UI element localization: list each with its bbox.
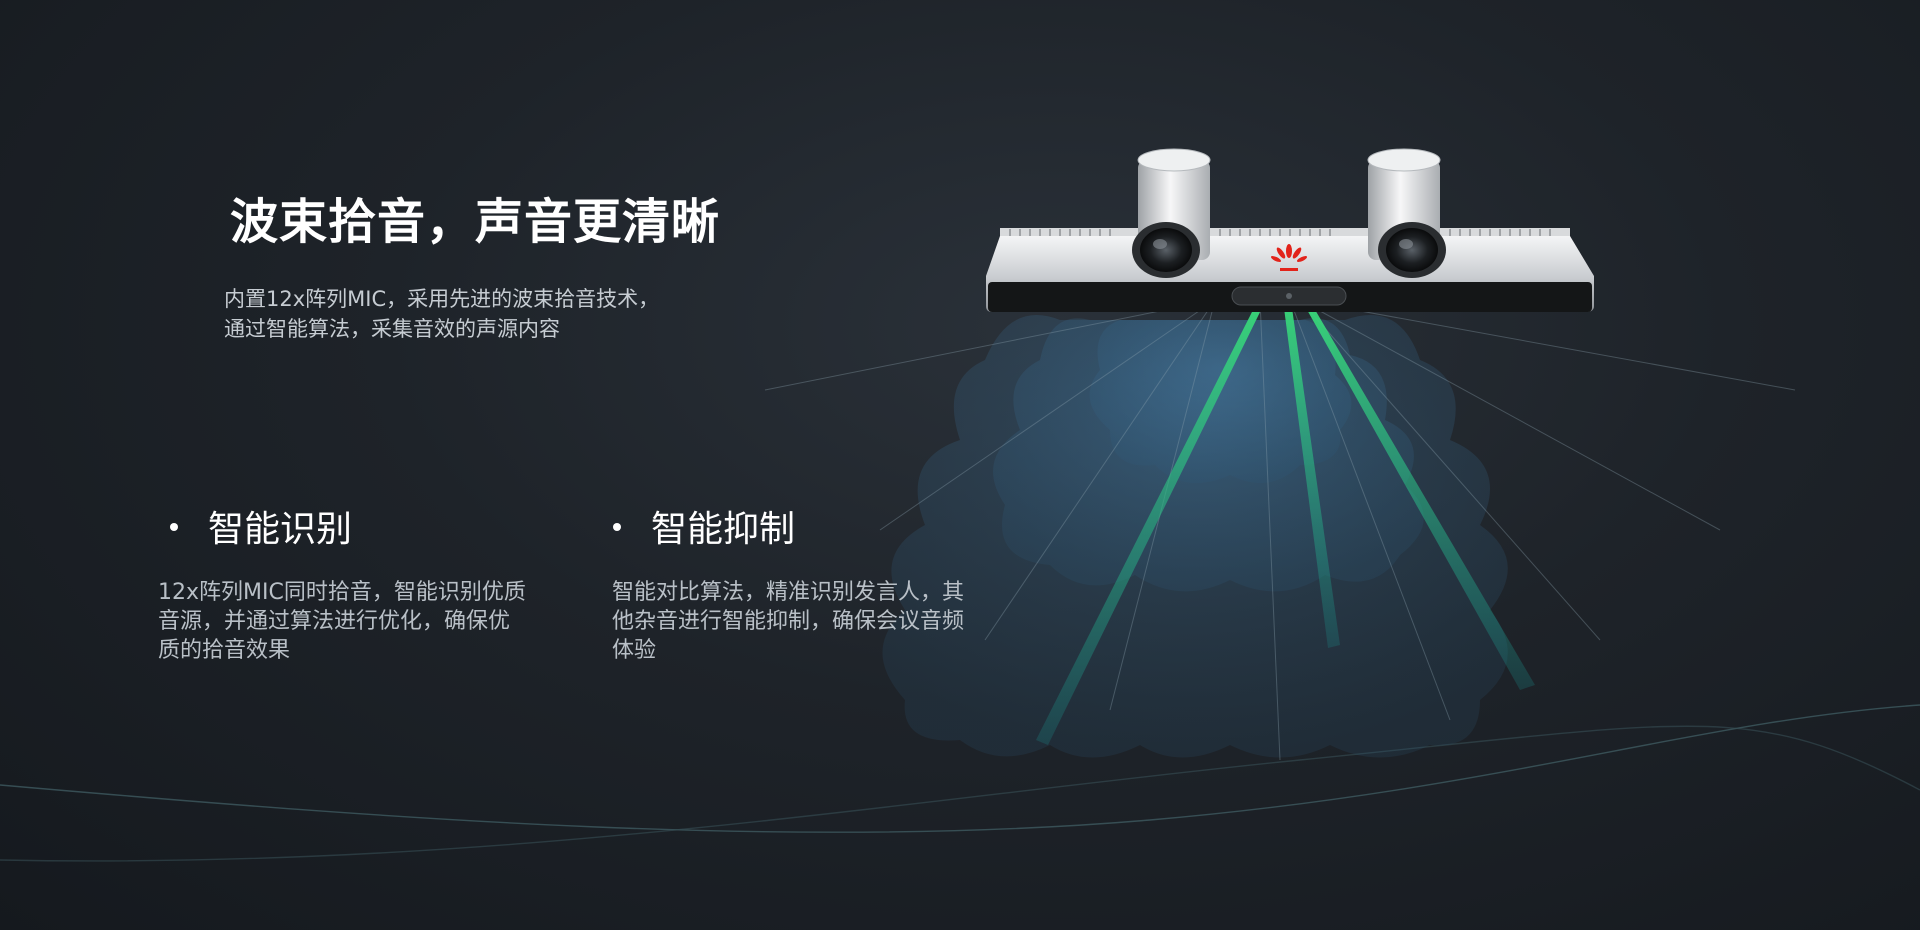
feature-desc-recognition: 12x阵列MIC同时拾音，智能识别优质 音源，并通过算法进行优化，确保优 质的拾… bbox=[158, 578, 526, 665]
feature-title-text: 智能识别 bbox=[208, 509, 353, 550]
huawei-logo-icon bbox=[1270, 244, 1308, 262]
dot-icon bbox=[613, 523, 621, 531]
feature-desc-line: 智能对比算法，精准识别发言人，其 bbox=[612, 580, 965, 605]
feature-title-suppression: 智能抑制 bbox=[613, 500, 795, 552]
intro-line: 内置12x阵列MIC，采用先进的波束拾音技术， bbox=[224, 287, 660, 311]
feature-desc-line: 他杂音进行智能抑制，确保会议音频 bbox=[612, 609, 965, 634]
feature-title-text: 智能抑制 bbox=[651, 509, 796, 550]
feature-desc-line: 质的拾音效果 bbox=[158, 638, 291, 663]
feature-desc-line: 12x阵列MIC同时拾音，智能识别优质 bbox=[158, 580, 526, 605]
decorative-curves bbox=[0, 704, 1920, 862]
pickup-beams bbox=[1036, 308, 1535, 745]
camera-device bbox=[986, 148, 1594, 312]
feature-desc-line: 体验 bbox=[612, 638, 657, 663]
feature-desc-suppression: 智能对比算法，精准识别发言人，其 他杂音进行智能抑制，确保会议音频 体验 bbox=[612, 578, 964, 665]
intro-text: 内置12x阵列MIC，采用先进的波束拾音技术， 通过智能算法，采集音效的声源内容 bbox=[224, 284, 744, 344]
intro-line: 通过智能算法，采集音效的声源内容 bbox=[224, 317, 560, 341]
feature-title-recognition: 智能识别 bbox=[170, 500, 352, 552]
page-title: 波束拾音，声音更清晰 bbox=[230, 194, 721, 250]
feature-desc-line: 音源，并通过算法进行优化，确保优 bbox=[158, 609, 511, 634]
dot-icon bbox=[170, 523, 178, 531]
sound-wave-layers bbox=[882, 315, 1508, 758]
